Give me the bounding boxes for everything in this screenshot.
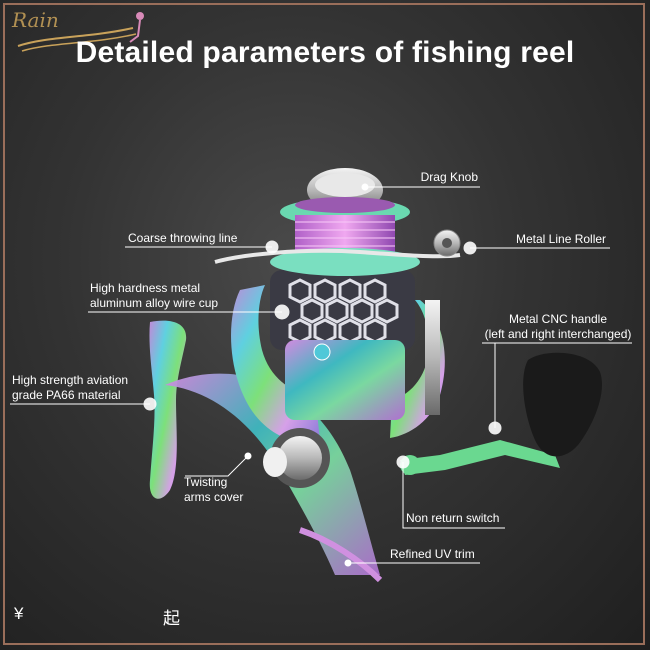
label-non-return: Non return switch — [406, 511, 500, 525]
price-symbol: ¥ — [14, 604, 24, 623]
pointer-twisting — [185, 455, 249, 477]
label-metal-roller: Metal Line Roller — [516, 232, 607, 246]
label-uv-trim: Refined UV trim — [390, 547, 475, 561]
label-twisting-line2: arms cover — [184, 490, 244, 504]
label-twisting-line1: Twisting — [184, 475, 228, 489]
logo-text: Rain — [12, 8, 59, 32]
label-cnc-line2: (left and right interchanged) — [484, 327, 632, 341]
label-drag-knob: Drag Knob — [420, 170, 478, 184]
price-suffix: 起 — [163, 609, 180, 628]
pointer-cnc-handle — [482, 342, 496, 428]
label-aviation-line2: grade PA66 material — [12, 388, 121, 402]
label-twisting: Twisting arms cover — [184, 475, 243, 505]
label-wire-cup-line1: High hardness metal — [90, 281, 201, 295]
label-aviation: High strength aviation grade PA66 materi… — [12, 373, 128, 403]
label-cnc-handle: Metal CNC handle (left and right interch… — [482, 312, 634, 342]
label-wire-cup-line2: aluminum alloy wire cup — [90, 296, 219, 310]
page-title: Detailed parameters of fishing reel — [75, 36, 575, 69]
label-wire-cup: High hardness metal aluminum alloy wire … — [90, 281, 218, 311]
label-aviation-line1: High strength aviation — [12, 373, 129, 387]
label-cnc-line1: Metal CNC handle — [508, 312, 608, 326]
pointer-non-return — [402, 462, 505, 529]
brand-logo — [8, 6, 148, 61]
label-coarse-line: Coarse throwing line — [128, 231, 238, 245]
